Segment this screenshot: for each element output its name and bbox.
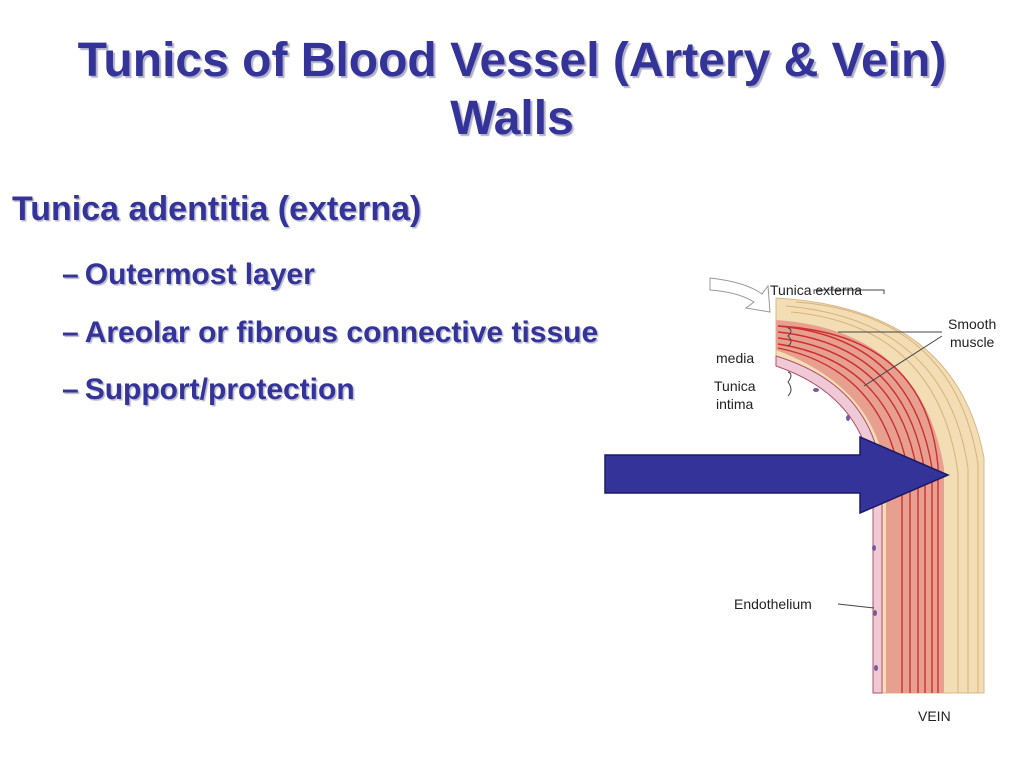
label-vein: VEIN [918, 708, 951, 724]
label-muscle: muscle [950, 334, 995, 350]
label-tunica: Tunica [714, 378, 756, 394]
label-intima: intima [716, 396, 754, 412]
main-bullet: Tunica adentitia (externa) [12, 190, 422, 228]
label-endothelium: Endothelium [734, 596, 812, 612]
externa-fibers [785, 301, 979, 693]
sub-bullet-tissue: –Areolar or fibrous connective tissue [62, 316, 598, 350]
sub-bullet-support: –Support/protection [62, 373, 355, 407]
curved-arrow-icon [709, 277, 771, 313]
sub-bullet-outermost: –Outermost layer [62, 258, 315, 292]
label-tunica-externa: Tunica externa [770, 282, 863, 298]
bullet-dash: – [62, 316, 79, 349]
label-smooth: Smooth [948, 316, 997, 332]
bullet-dash: – [62, 258, 79, 291]
bullet-dash: – [62, 373, 79, 406]
slide-title: Tunics of Blood Vessel (Artery & Vein) W… [77, 34, 947, 145]
label-media: media [716, 350, 755, 366]
sub-bullet-text: Areolar or fibrous connective tissue [84, 316, 599, 349]
label-leaders [787, 289, 943, 609]
right-arrow-icon [604, 436, 950, 514]
sub-bullet-text: Support/protection [84, 373, 355, 406]
sub-bullet-text: Outermost layer [84, 258, 315, 291]
tunica-intima-layer [775, 355, 883, 694]
